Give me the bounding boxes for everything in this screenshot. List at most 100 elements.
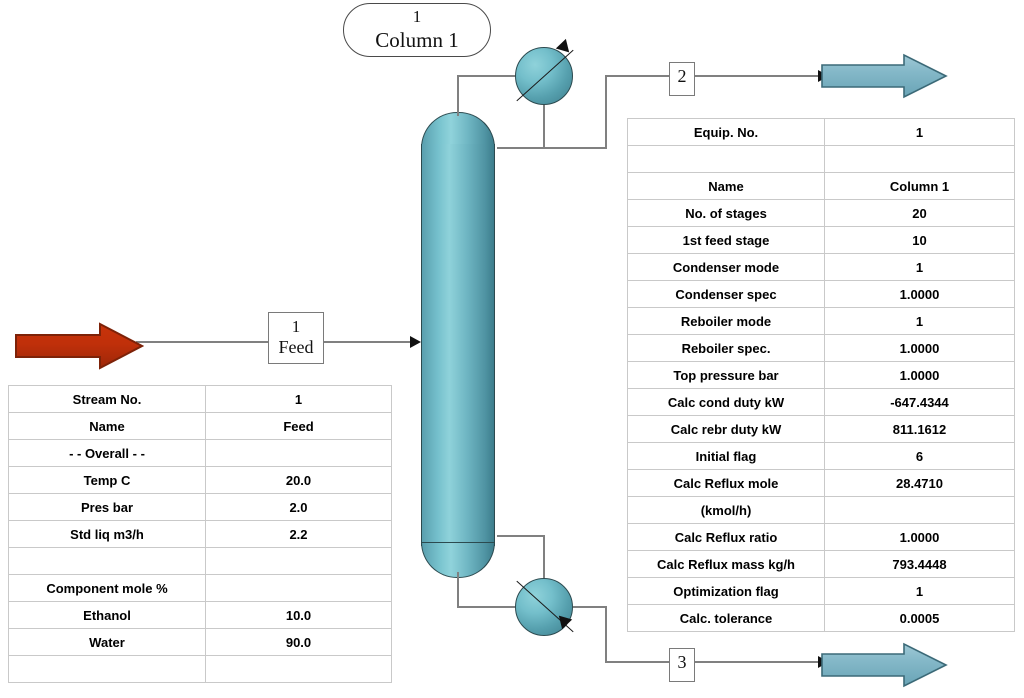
bottom-product-stream-arrow[interactable]: [820, 641, 948, 689]
stream-tag-feed-name: Feed: [278, 337, 314, 358]
equipment-table-row-label: Initial flag: [627, 442, 825, 470]
stream-table-row-label: Std liq m3/h: [8, 520, 206, 548]
pipe-distillate-riser: [605, 75, 607, 149]
pipe-boilup-riser: [543, 536, 545, 580]
feed-flow-arrow: [410, 336, 421, 348]
equipment-table-row-label: Top pressure bar: [627, 361, 825, 389]
equipment-table-row-value: 1: [824, 307, 1015, 335]
equipment-table-row-label: Equip. No.: [627, 118, 825, 146]
top-product-stream-arrow[interactable]: [820, 52, 948, 100]
equipment-table-row-value: 811.1612: [824, 415, 1015, 443]
equipment-table-row-label: Reboiler spec.: [627, 334, 825, 362]
stream-table-row-label: Pres bar: [8, 493, 206, 521]
pipe-bottoms-outlet: [573, 606, 607, 608]
pipe-bottoms-downcomer: [605, 606, 607, 662]
equipment-table-row-label: Reboiler mode: [627, 307, 825, 335]
equipment-table-row-label: Calc rebr duty kW: [627, 415, 825, 443]
equipment-table-row-value: 6: [824, 442, 1015, 470]
stream-tag-feed[interactable]: 1 Feed: [268, 312, 324, 364]
pipe-bottoms-to-reboiler: [457, 606, 517, 608]
stream-table-row: [8, 547, 392, 575]
stream-table-row-value: [205, 574, 392, 602]
distillation-column[interactable]: [421, 112, 497, 578]
stream-tag-2[interactable]: 2: [669, 62, 695, 96]
equipment-table-row-value: 1: [824, 253, 1015, 281]
stream-tag-2-number: 2: [677, 66, 687, 86]
stream-table-row-value: 90.0: [205, 628, 392, 656]
column-name-label[interactable]: 1 Column 1: [343, 3, 491, 57]
stream-table-row-label: Name: [8, 412, 206, 440]
stream-tag-3[interactable]: 3: [669, 648, 695, 682]
equipment-table-row: Equip. No.1: [627, 118, 1015, 146]
equipment-table-row-value: 1.0000: [824, 334, 1015, 362]
pipe-condenser-downleg: [543, 104, 545, 148]
equipment-table-row-value: [824, 496, 1015, 524]
condenser[interactable]: [515, 47, 574, 105]
equipment-table-row-value: 20: [824, 199, 1015, 227]
equipment-table-row-value: 793.4448: [824, 550, 1015, 578]
equipment-table-row: Calc cond duty kW-647.4344: [627, 388, 1015, 416]
equipment-table-row-label: Calc Reflux mole: [627, 469, 825, 497]
stream-table-row-value: 1: [205, 385, 392, 413]
stream-table-row: - - Overall - -: [8, 439, 392, 467]
column-label-number: 1: [412, 7, 422, 26]
equipment-table-row-value: [824, 145, 1015, 173]
equipment-table-row-label: Condenser mode: [627, 253, 825, 281]
equipment-table-row-value: 1.0000: [824, 361, 1015, 389]
equipment-table-row-label: Calc. tolerance: [627, 604, 825, 632]
stream-table-row-label: Water: [8, 628, 206, 656]
stream-table-row-value: 10.0: [205, 601, 392, 629]
equipment-table-row-value: -647.4344: [824, 388, 1015, 416]
stream-table-row-label: Stream No.: [8, 385, 206, 413]
equipment-table-row-label: Optimization flag: [627, 577, 825, 605]
stream-table-row-label: - - Overall - -: [8, 439, 206, 467]
pipe-column-bottom-nozzle: [457, 572, 459, 607]
stream-tag-feed-number: 1: [291, 317, 301, 336]
stream-table-row: Stream No.1: [8, 385, 392, 413]
reboiler[interactable]: [515, 578, 574, 636]
pipe-boilup-return: [497, 535, 545, 537]
pipe-distillate-to-product: [693, 75, 827, 77]
equipment-table-row-label: Name: [627, 172, 825, 200]
equipment-table-row-value: 1: [824, 577, 1015, 605]
equipment-table-row-label: Calc cond duty kW: [627, 388, 825, 416]
stream-tag-3-number: 3: [677, 652, 687, 672]
equipment-table-row: [627, 145, 1015, 173]
equipment-table-row-value: 1.0000: [824, 280, 1015, 308]
stream-table-row-label: Ethanol: [8, 601, 206, 629]
feed-stream-arrow[interactable]: [14, 321, 144, 371]
column-top-head: [421, 112, 495, 148]
equipment-table-row: (kmol/h): [627, 496, 1015, 524]
stream-table-row-label: Temp C: [8, 466, 206, 494]
pipe-feed-inlet: [136, 341, 270, 343]
equipment-table-row-value: 28.4710: [824, 469, 1015, 497]
stream-table-row-value: [205, 547, 392, 575]
pipe-top-to-condenser: [457, 75, 517, 77]
pipe-feed-to-column: [322, 341, 418, 343]
equipment-table-row-label: (kmol/h): [627, 496, 825, 524]
stream-table-row-value: [205, 439, 392, 467]
equipment-table-row-label: [627, 145, 825, 173]
stream-table-row-label: Component mole %: [8, 574, 206, 602]
stream-table-row-value: 2.2: [205, 520, 392, 548]
equipment-table-row-value: 10: [824, 226, 1015, 254]
